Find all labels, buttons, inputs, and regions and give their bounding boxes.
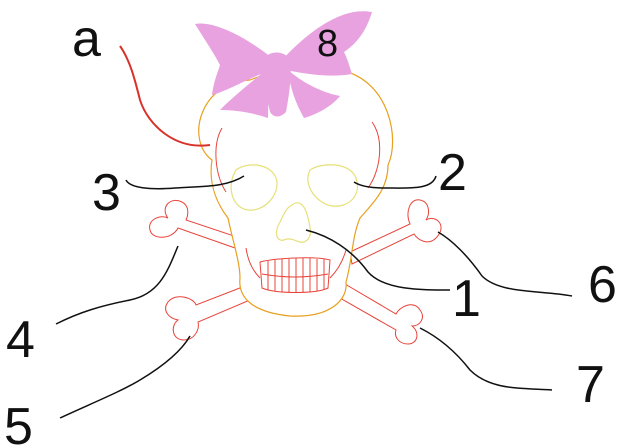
bone-lower-right-end [340,284,422,344]
bone-lower-left-end [166,286,250,340]
label-6: 6 [588,256,617,314]
label-2: 2 [438,144,467,202]
label-3: 3 [92,164,121,222]
leader-a [120,46,210,146]
label-1: 1 [452,270,481,328]
label-8: 8 [317,23,338,65]
leader-7 [420,328,552,390]
leader-5 [60,336,190,418]
label-5: 5 [4,398,33,448]
label-7: 7 [576,356,605,414]
leader-4 [56,246,178,324]
label-a: a [72,10,101,68]
label-4: 4 [6,311,35,369]
